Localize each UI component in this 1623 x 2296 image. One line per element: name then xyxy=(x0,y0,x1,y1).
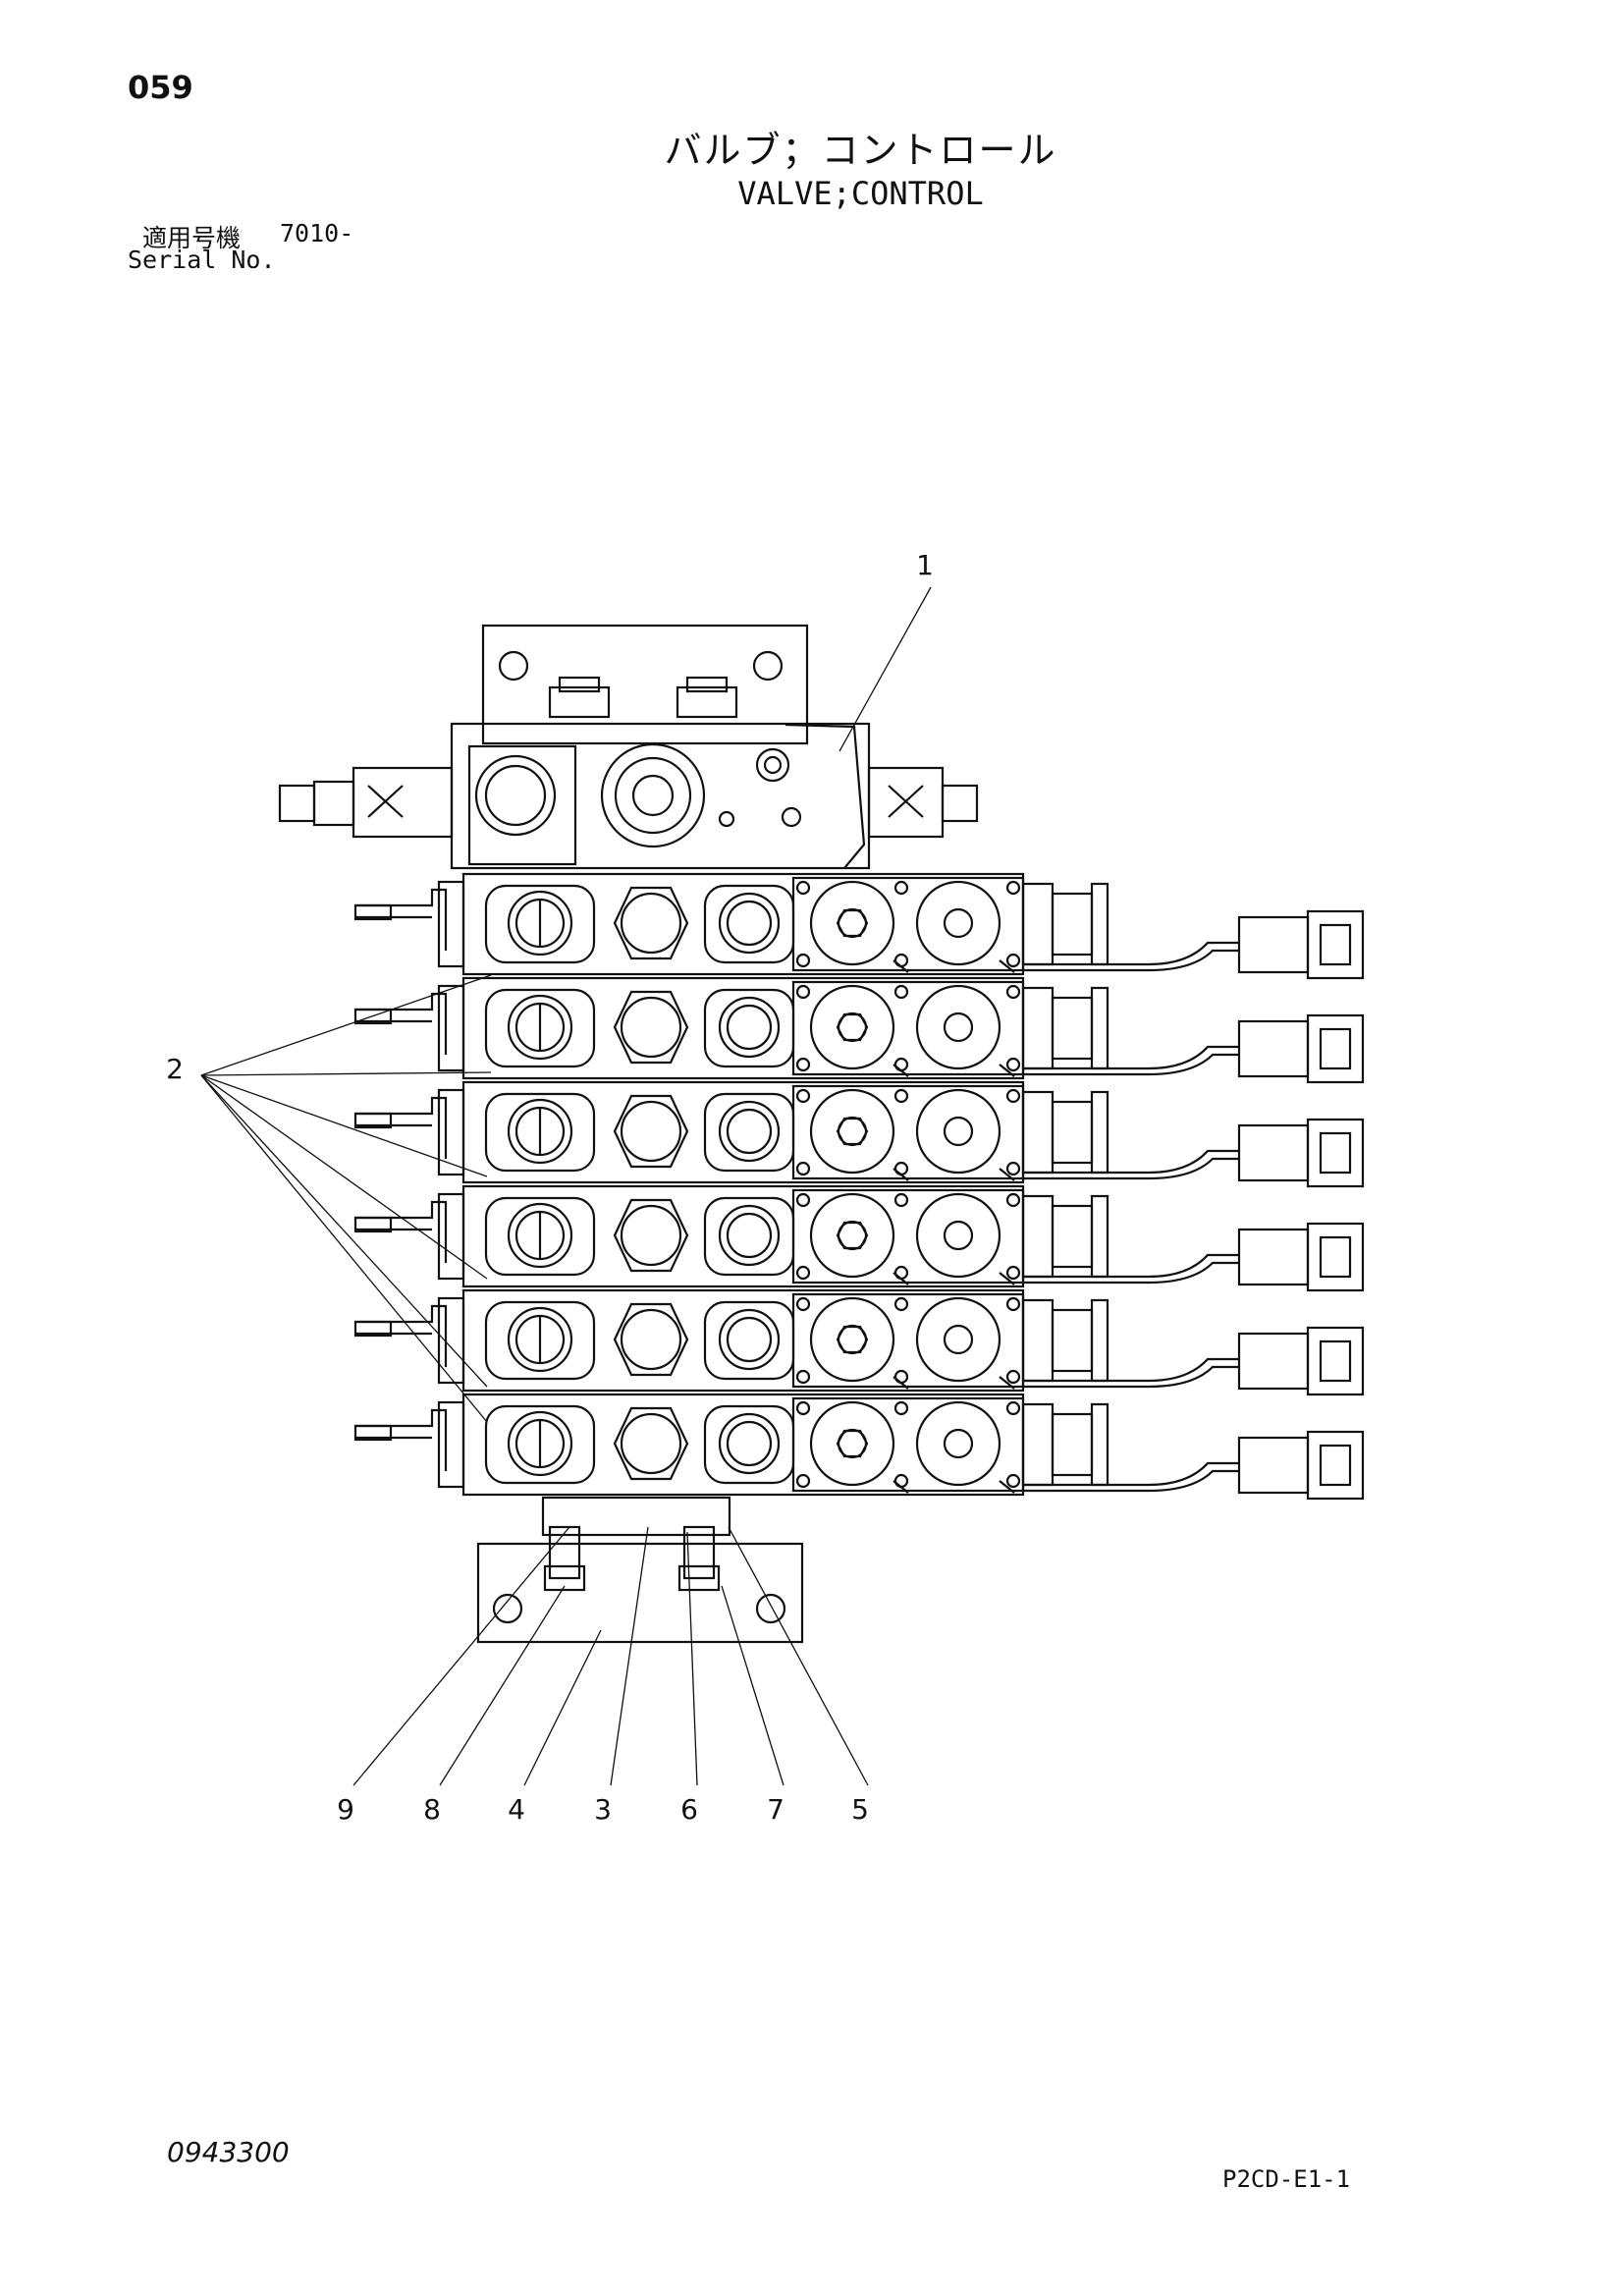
leader-line xyxy=(686,1531,698,1786)
leader-line xyxy=(839,586,932,752)
callout-label: 6 xyxy=(680,1793,698,1826)
callout-label: 9 xyxy=(337,1793,354,1826)
leader-line xyxy=(721,1585,784,1786)
callout-label: 1 xyxy=(916,549,934,581)
relief-cross-right xyxy=(888,785,924,818)
callout-label: 7 xyxy=(767,1793,784,1826)
leader-line xyxy=(200,1071,492,1076)
callout-label: 3 xyxy=(594,1793,612,1826)
document-number: 0943300 xyxy=(167,2136,290,2168)
leader-line xyxy=(610,1526,649,1786)
callout-label: 2 xyxy=(166,1053,184,1085)
document-code: P2CD-E1-1 xyxy=(1222,2165,1351,2193)
outlet-block xyxy=(541,1496,731,1537)
callout-label: 4 xyxy=(508,1793,525,1826)
valve-section xyxy=(353,1393,1365,1501)
leader-line xyxy=(523,1629,602,1786)
leader-line xyxy=(439,1585,566,1786)
serial-label-japanese: 適用号機 xyxy=(142,224,242,252)
top-bracket xyxy=(481,624,809,745)
valve-section xyxy=(353,1288,1365,1396)
callout-labels: 1 2 9 8 4 3 6 7 5 xyxy=(166,549,934,1826)
page-number: 059 xyxy=(128,69,193,106)
callout-label: 8 xyxy=(423,1793,441,1826)
valve-sections xyxy=(353,872,1365,1501)
leader-line xyxy=(728,1526,869,1786)
callout-leaders xyxy=(200,586,932,1786)
leader-line xyxy=(200,974,492,1076)
valve-assembly-drawing xyxy=(278,624,979,1644)
valve-section xyxy=(353,1080,1365,1188)
leader-line xyxy=(352,1526,570,1786)
leader-line xyxy=(200,1074,488,1177)
valve-section xyxy=(353,872,1365,980)
callout-label: 5 xyxy=(851,1793,869,1826)
leader-line xyxy=(200,1074,488,1388)
valve-section xyxy=(353,976,1365,1084)
bracket-hole-right xyxy=(752,650,784,682)
title-english: VALVE;CONTROL xyxy=(737,175,984,212)
valve-section xyxy=(353,1184,1365,1292)
leader-line xyxy=(200,1074,488,1423)
relief-cross-left xyxy=(367,785,404,818)
title-japanese: バルブ；コントロール xyxy=(664,129,1057,172)
leader-line xyxy=(200,1074,488,1280)
bottom-bracket xyxy=(476,1542,804,1644)
bracket-hole-left xyxy=(498,650,529,682)
serial-value: 7010- xyxy=(280,219,354,247)
serial-label-english: Serial No. xyxy=(128,246,276,274)
